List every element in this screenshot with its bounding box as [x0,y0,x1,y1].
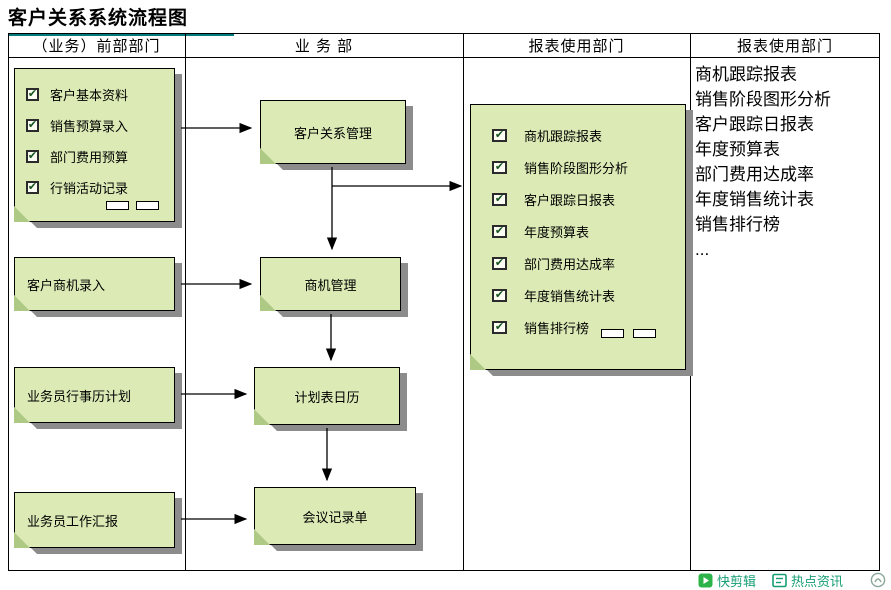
quick-clip-label: 快剪辑 [717,574,757,589]
checklist-item: 年度销售统计表 [492,286,686,305]
checklist-label: 销售阶段图形分析 [524,161,629,176]
checklist-item: 部门费用预算 [26,147,175,166]
quick-clip-icon [698,573,713,588]
checkbox-icon [492,161,507,174]
report-name: 销售阶段图形分析 [695,90,831,109]
checklist-item: 商机跟踪报表 [492,126,686,145]
frame-top-line [8,33,880,34]
frame-bottom-line [8,570,880,571]
flow-box-crm: 客户关系管理 [260,100,406,164]
flow-box-schedule-calendar: 计划表日历 [254,367,400,425]
checklist-item: 部门费用达成率 [492,254,686,273]
checklist-item: 销售预算录入 [26,116,175,135]
frame-left-line [8,33,9,570]
checkbox-icon [26,181,39,194]
checklist-label: 部门费用达成率 [524,257,616,272]
report-name: 年度销售统计表 [695,190,814,209]
checkbox-icon [492,257,507,270]
column-header-business-dept: 业 务 部 [294,37,354,55]
flow-box-label: 商机管理 [304,277,357,293]
report-name: 商机跟踪报表 [695,65,797,84]
checklist-label: 年度销售统计表 [524,289,616,304]
sidebar-handle-icon [870,572,886,588]
flow-box-label: 业务员工作汇报 [27,513,119,529]
checkbox-icon [492,321,507,334]
flow-box-label: 客户商机录入 [27,277,106,293]
checklist-label: 行销活动记录 [50,181,129,196]
blank-field [633,329,656,338]
checklist-label: 销售预算录入 [50,119,129,134]
checklist-item: 行销活动记录 [26,178,175,197]
checklist-item: 销售阶段图形分析 [492,158,686,177]
report-name: 销售排行榜 [695,215,780,234]
page-title: 客户关系系统流程图 [8,3,235,36]
hot-news-label: 热点资讯 [791,574,844,589]
column-header-front-dept: （业务）前部部门 [32,37,161,55]
checklist-label: 部门费用预算 [50,150,129,165]
checkbox-icon [492,225,507,238]
flow-box-label: 客户关系管理 [293,125,372,141]
report-name: ... [695,240,710,259]
checkbox-icon [492,193,507,206]
flow-box-meeting-record: 会议记录单 [254,487,416,545]
column-divider-2 [463,33,464,570]
report-name: 部门费用达成率 [695,165,814,184]
checklist-label: 销售排行榜 [524,321,590,336]
checklist-item: 年度预算表 [492,222,686,241]
blank-field [601,329,624,338]
column-divider-1 [185,33,186,570]
sidebar-handle-button[interactable] [870,572,886,588]
checklist-label: 客户跟踪日报表 [524,193,616,208]
checklist-item: 客户基本资料 [26,85,175,104]
flow-box-opportunity-mgmt: 商机管理 [260,257,401,311]
header-bottom-line [8,57,880,58]
checklist-label: 商机跟踪报表 [524,129,603,144]
report-name-list: 商机跟踪报表 销售阶段图形分析 客户跟踪日报表 年度预算表 部门费用达成率 年度… [695,62,877,262]
checkbox-icon [492,289,507,302]
checklist-label: 客户基本资料 [50,88,129,103]
report-name: 年度预算表 [695,140,780,159]
checkbox-icon [26,88,39,101]
flow-box-label: 业务员行事历计划 [27,388,132,404]
checklist-label: 年度预算表 [524,225,590,240]
overlay-taskbar: 快剪辑 热点资讯 [698,572,843,589]
checklist-item: 销售排行榜 [492,318,686,337]
flow-box-label: 会议记录单 [302,509,368,525]
column-header-report-users-1: 报表使用部门 [528,37,625,55]
flow-box-opportunity-entry: 客户商机录入 [14,257,175,311]
checklist-item: 客户跟踪日报表 [492,190,686,209]
quick-clip-button[interactable]: 快剪辑 [698,571,756,590]
checkbox-icon [26,119,39,132]
frame-right-line [879,33,880,570]
checkbox-icon [492,129,507,142]
flow-box-salesman-work-report: 业务员工作汇报 [14,492,175,548]
hot-news-icon [772,573,787,588]
checkbox-icon [26,150,39,163]
flow-box-salesman-calendar-plan: 业务员行事历计划 [14,367,175,423]
blank-field [106,201,129,210]
report-name: 客户跟踪日报表 [695,115,814,134]
blank-field [136,201,159,210]
column-header-report-users-2: 报表使用部门 [736,37,833,55]
report-output-doc: 商机跟踪报表 销售阶段图形分析 客户跟踪日报表 年度预算表 部门费用达成率 [470,104,686,370]
flow-box-label: 计划表日历 [294,389,360,405]
hot-news-button[interactable]: 热点资讯 [772,571,843,590]
front-input-doc: 客户基本资料 销售预算录入 部门费用预算 行销活动记录 [14,68,175,222]
